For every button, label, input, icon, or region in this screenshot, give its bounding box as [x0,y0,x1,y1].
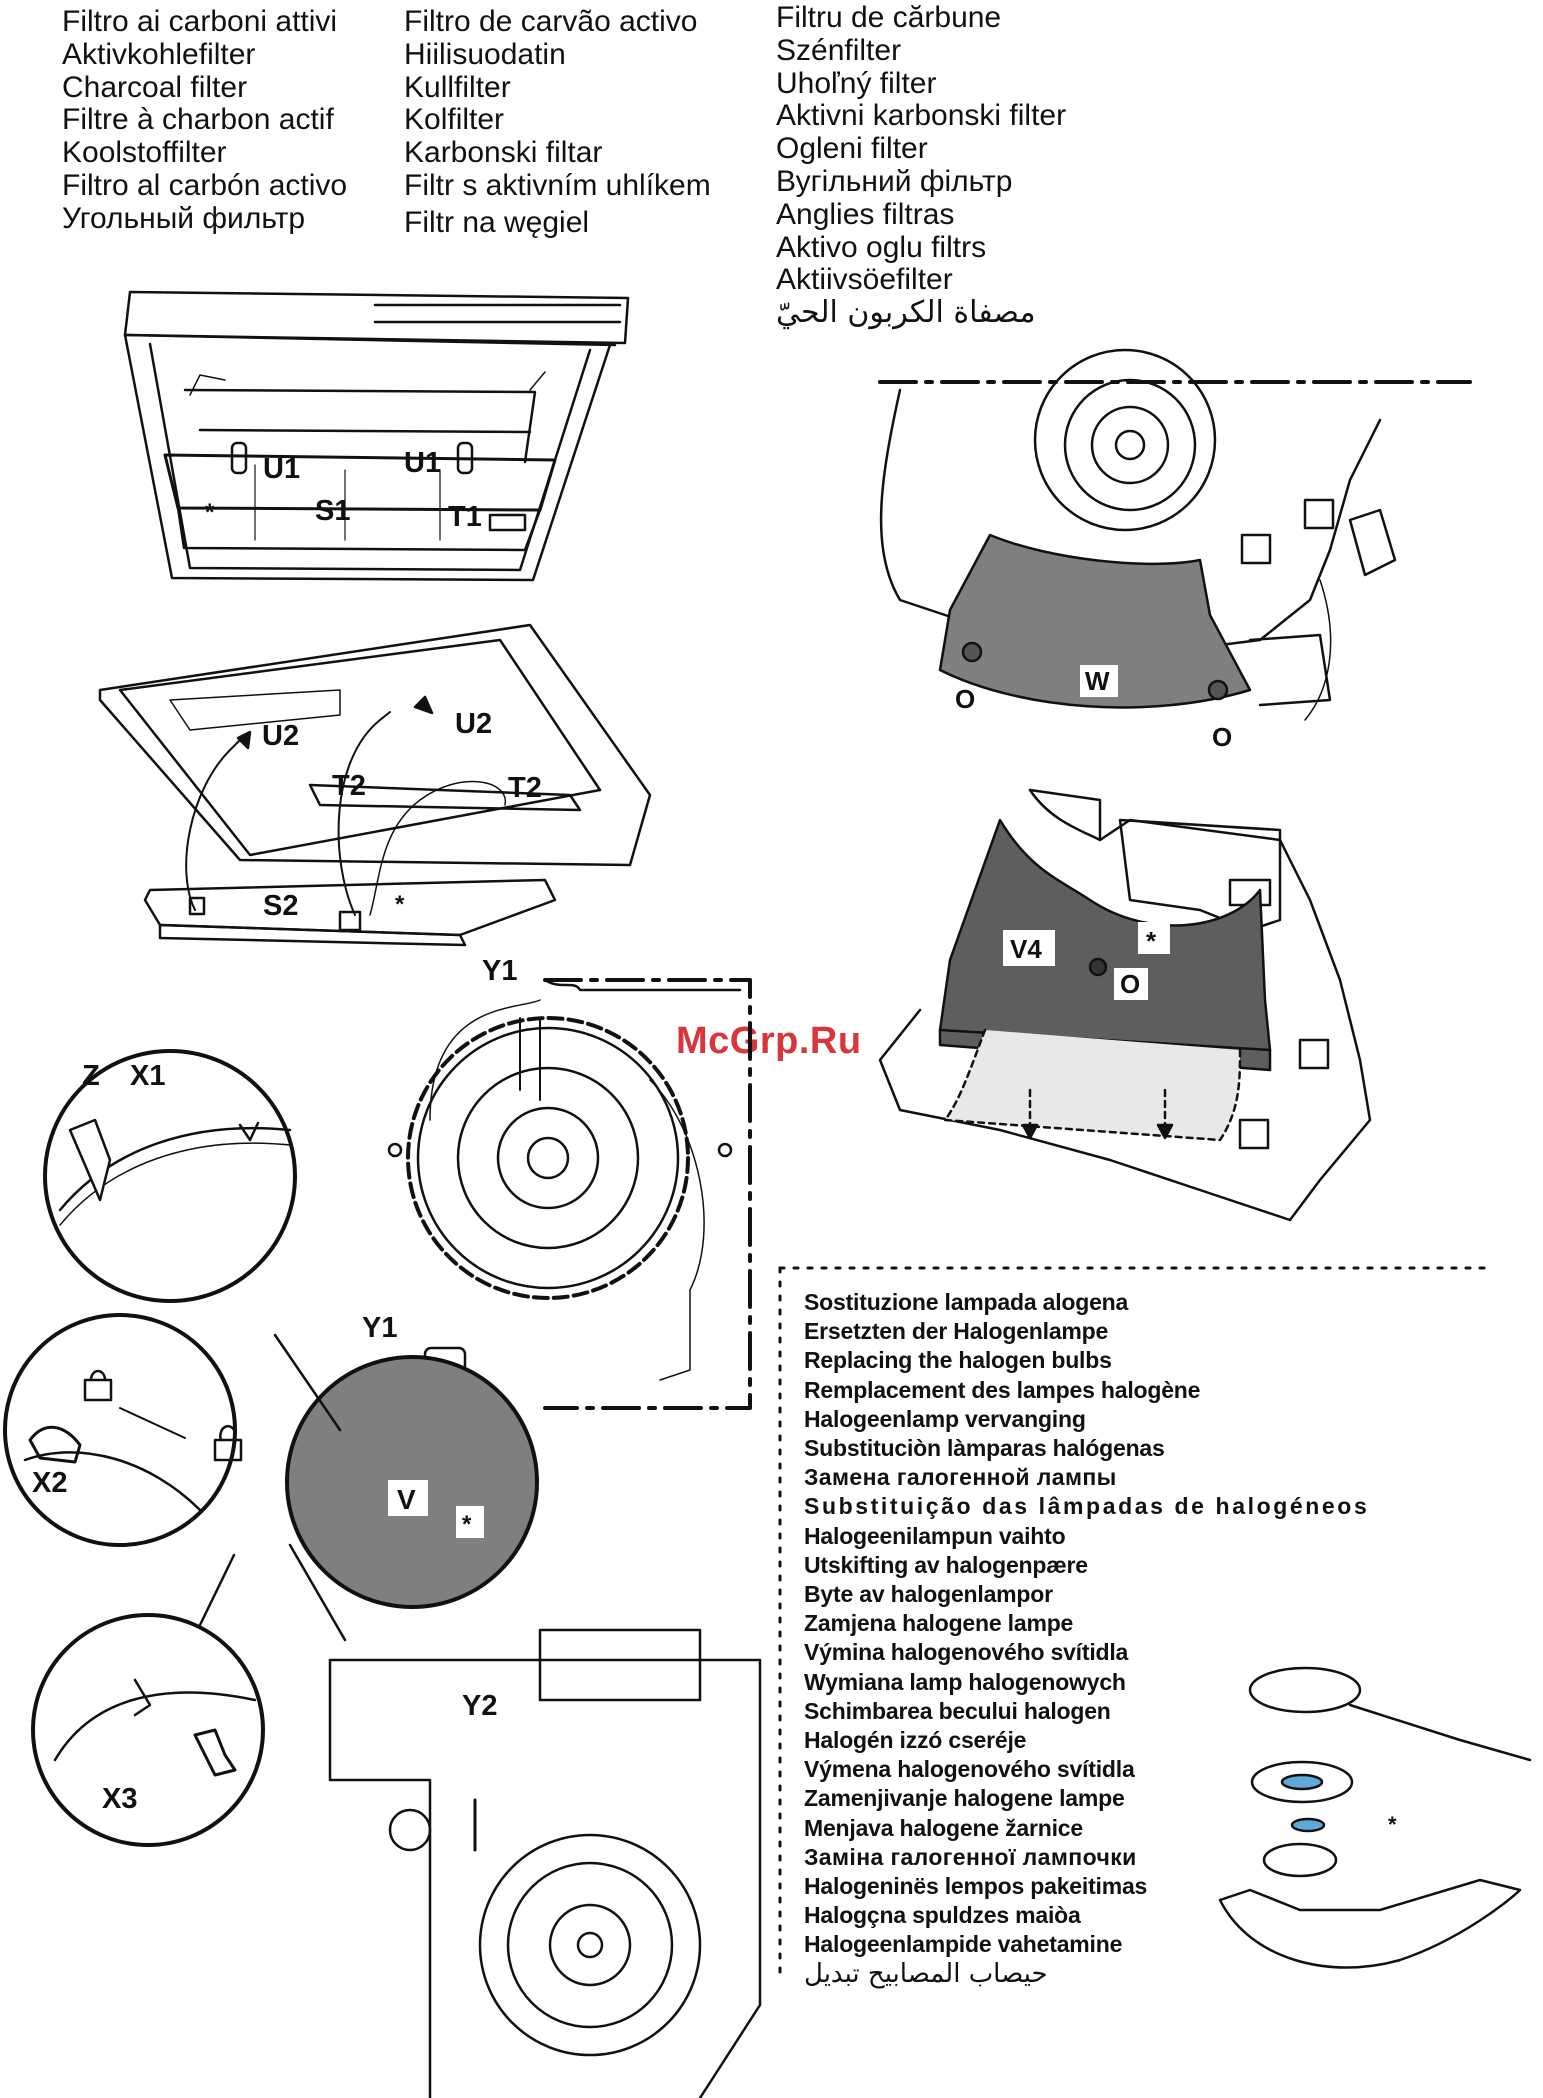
lang-line: Remplacement des lampes halogène [804,1376,1201,1403]
label-y1: Y1 [362,1312,397,1344]
lang-line: Kullfilter [404,70,511,104]
lang-line: Karbonski filtar [404,136,603,170]
lang-line: Filtr na węgiel [404,205,590,239]
label-x1: X1 [130,1060,165,1092]
label-t1: T1 [448,501,482,533]
lang-line: Aktivkohlefilter [62,37,256,71]
label-v4-box [1003,930,1055,966]
lang-line: Halogeenilampun vaihto [804,1522,1066,1549]
lang-line: Ersetzten der Halogenlampe [804,1318,1109,1345]
lang-line: Filtr s aktivním uhlíkem [404,168,711,202]
lang-line: Byte av halogenlampor [804,1581,1053,1608]
lang-line: Koolstoffilter [62,136,227,170]
label-t2: T2 [508,772,542,804]
watermark: McGrp.Ru [676,1020,862,1062]
label-t2: T2 [332,770,366,802]
lang-line: Aktiivsöefilter [776,263,953,297]
lang-line: Заміна галогенної лампочки [804,1843,1137,1870]
lang-line: Schimbarea becului halogen [804,1697,1111,1724]
lang-line: Kolfilter [404,103,505,137]
detail-circles [3,1049,539,1847]
lang-line-arabic: مصفاة الكربون الحيّ [776,295,1036,331]
label-x3: X3 [102,1783,137,1815]
label-u2: U2 [455,708,492,740]
halogen-replacement-list: Sostituzione lampada alogena Ersetzten d… [804,1288,1369,1989]
diagram-labels: U1 U1 S1 T1 * U2 U2 T2 T2 S2 * W O O V4 … [32,447,1397,1837]
lang-line: Filtro de carvão activo [404,5,698,38]
lang-line: Zamenjivanje halogene lampe [804,1785,1125,1812]
label-y1: Y1 [482,955,517,987]
lang-line: Replacing the halogen bulbs [804,1347,1112,1374]
lang-line: Výmina halogenového svítidla [804,1639,1129,1666]
blower-drawing-v4 [878,788,1372,1222]
label-u1: U1 [263,453,300,485]
label-w-box [1080,665,1118,697]
charcoal-filter-column-2: Filtro de carvão activo Hiilisuodatin Ku… [404,5,711,240]
label-v: V [397,1484,416,1515]
lang-line: Halogeenlamp vervanging [804,1405,1086,1432]
charcoal-filter-column-3: Filtru de cărbune Szénfilter Uhoľný filt… [776,1,1067,331]
lang-line: Sostituzione lampada alogena [804,1289,1129,1315]
lang-line: Uhoľný filter [776,66,937,100]
lang-line: Halogeenlampide vahetamine [804,1931,1123,1958]
lang-line: Filtre à charbon actif [62,103,334,137]
lang-line: Замена галогенной лампы [804,1464,1117,1491]
lang-line: Filtru de cărbune [776,1,1002,34]
label-v4: V4 [1010,934,1042,964]
lang-line: Вугільний фільтр [776,164,1013,198]
hood-drawing-2 [98,623,652,947]
label-z: Z [82,1060,100,1092]
label-u1: U1 [404,447,441,479]
lang-line: Utskifting av halogenpære [804,1551,1088,1578]
label-u2: U2 [262,720,299,752]
lang-line: Menjava halogene žarnice [804,1814,1083,1841]
label-star: * [1388,1812,1397,1837]
label-star: * [1146,926,1157,956]
label-x2: X2 [32,1467,67,1499]
label-o-box [1114,968,1148,1000]
lang-line: Halogeninës lempos pakeitimas [804,1873,1148,1900]
label-star: * [462,1511,472,1538]
lang-line: Aktivo oglu filtrs [776,230,987,264]
charcoal-filter-column-1: Filtro ai carboni attivi Aktivkohlefilte… [62,5,348,236]
lang-line: Halogén izzó cseréje [804,1727,1027,1754]
blower-drawing-y1 [387,978,752,1410]
label-o: O [1212,722,1232,752]
lang-line: Halogçna spuldzes maiòa [804,1902,1081,1929]
lang-line: Угольный фильтр [62,201,306,235]
lang-line: Aktivni karbonski filter [776,99,1067,133]
lang-line: Charcoal filter [62,70,248,104]
label-star: * [395,891,405,918]
lang-line: Zamjena halogene lampe [804,1610,1074,1637]
label-star: * [205,499,215,526]
lang-line: Anglies filtras [776,197,955,231]
label-star-box [1138,922,1170,954]
blower-drawing-w [878,348,1472,721]
lang-line: Filtro al carbón activo [62,168,348,202]
label-o: O [1120,969,1140,999]
lang-line: Filtro ai carboni attivi [62,5,338,38]
lamp-illustration [1218,1666,1532,1969]
label-w: W [1085,666,1110,696]
hood-drawing-1 [123,290,630,582]
blower-drawing-y2 [328,1628,762,2098]
label-o: O [955,684,975,714]
label-s1: S1 [315,495,350,527]
label-star-box [456,1506,484,1538]
label-s2: S2 [263,890,298,922]
label-v-box [388,1480,428,1516]
lang-line: Wymiana lamp halogenowych [804,1668,1126,1695]
lang-line-arabic: حيصاب المصابيح تبديل [804,1958,1048,1989]
lang-line: Substituciòn làmparas halógenas [804,1435,1165,1462]
lang-line: Ogleni filter [776,132,928,166]
lang-line: Výmena halogenového svítidla [804,1756,1135,1783]
label-y2: Y2 [462,1690,497,1722]
lang-line: Szénfilter [776,33,902,67]
lang-line: Hiilisuodatin [404,37,566,71]
lang-line: Substituição das lâmpadas de halogéneos [804,1493,1370,1520]
